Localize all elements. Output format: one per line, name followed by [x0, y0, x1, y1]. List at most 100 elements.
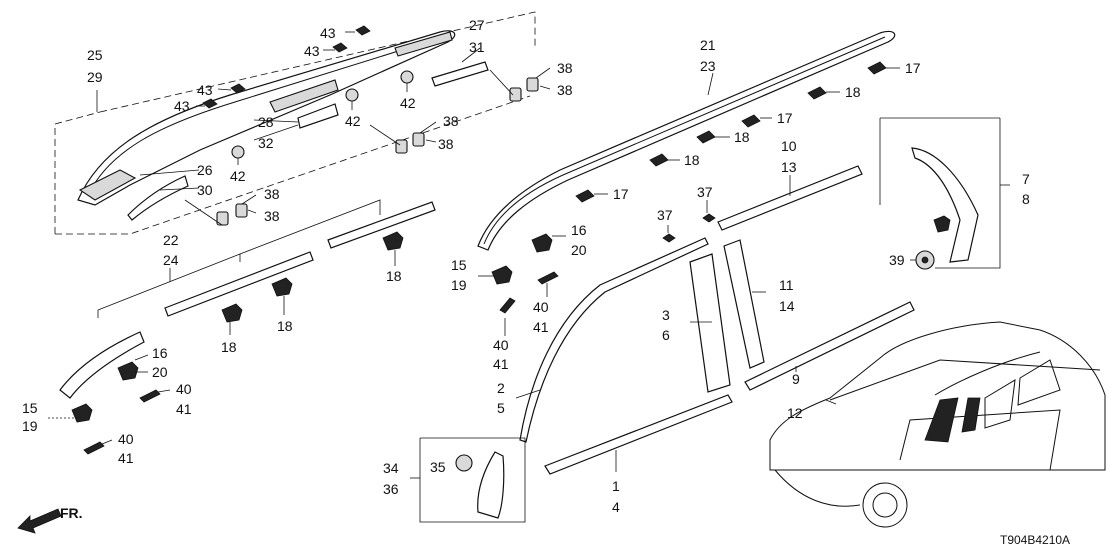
callout-9: 9	[792, 371, 800, 387]
callout-24: 24	[163, 252, 179, 268]
clip-40-41-left-b	[83, 441, 105, 455]
callout-43-b: 43	[197, 82, 213, 98]
clip-15-19-center	[491, 265, 513, 285]
roof-rail-group	[54, 11, 551, 235]
callout-23: 23	[700, 58, 716, 74]
bolt-38-pair-c	[509, 77, 539, 102]
callout-40-left-a: 40	[176, 381, 192, 397]
mudguard-group	[410, 437, 526, 523]
callout-17-a: 17	[905, 60, 921, 76]
callout-15-left: 15	[22, 400, 38, 416]
callout-14: 14	[779, 298, 795, 314]
callout-18-f: 18	[684, 152, 700, 168]
bolt-38-pair-a	[216, 203, 248, 226]
pillar-garnish-11-14[interactable]	[723, 239, 765, 369]
callout-21: 21	[700, 37, 716, 53]
callout-41-left-a: 41	[176, 401, 192, 417]
pillar-garnish-3-6[interactable]	[689, 253, 731, 393]
door-moldings	[515, 165, 863, 443]
rail-cover-28-32[interactable]	[297, 103, 339, 129]
quarter-clip	[933, 215, 951, 233]
pillar-garnishes	[689, 239, 766, 393]
callout-18-c: 18	[386, 268, 402, 284]
clip-18-b	[271, 277, 293, 297]
roof-rail-end-cap	[78, 169, 137, 201]
callout-18-a: 18	[221, 339, 237, 355]
nut-42-a	[231, 145, 245, 159]
callout-17-b: 17	[777, 110, 793, 126]
clip-37-a	[662, 233, 676, 243]
callout-22: 22	[163, 232, 179, 248]
quarter-garnish-7-8[interactable]	[911, 147, 979, 263]
clip-40-41-center-b	[499, 297, 516, 314]
callout-5: 5	[497, 400, 505, 416]
callout-42-a: 42	[230, 168, 246, 184]
callout-13: 13	[781, 159, 797, 175]
clip-43-a	[202, 98, 218, 109]
callout-4: 4	[612, 499, 620, 515]
roof-rail[interactable]	[77, 30, 456, 206]
callout-8: 8	[1022, 191, 1030, 207]
clip-17-a	[867, 61, 887, 75]
roof-drip-group	[477, 30, 900, 336]
mudguard-34-36[interactable]	[477, 451, 505, 519]
callout-19-left: 19	[22, 418, 38, 434]
callout-34: 34	[383, 460, 399, 476]
arrow-icon	[17, 508, 62, 534]
rail-cover-26-30[interactable]	[127, 175, 189, 221]
clip-16-20-center	[531, 233, 553, 253]
bolt-38-pair-b	[395, 132, 425, 154]
door-sash-molding-10-13[interactable]	[717, 165, 863, 231]
callout-15-center: 15	[451, 257, 467, 273]
callout-16-center: 16	[571, 222, 587, 238]
front-direction-arrow: FR.	[17, 505, 83, 534]
roof-drip-molding[interactable]	[477, 30, 896, 251]
callout-18-d: 18	[845, 84, 861, 100]
callout-1: 1	[612, 478, 620, 494]
callout-18-e: 18	[734, 129, 750, 145]
roof-molding-rear[interactable]	[327, 201, 436, 249]
callout-18-b: 18	[277, 318, 293, 334]
clip-17-c	[575, 189, 595, 203]
clip-18-a	[221, 303, 243, 323]
clip-18-e	[696, 130, 716, 144]
callout-35: 35	[430, 459, 446, 475]
callout-7: 7	[1022, 171, 1030, 187]
clip-40-41-left-a	[139, 389, 161, 403]
callout-20-left: 20	[152, 364, 168, 380]
callout-25: 25	[87, 47, 103, 63]
callout-40-center-b: 40	[493, 337, 509, 353]
callout-38-a: 38	[264, 186, 280, 202]
callout-12: 12	[787, 405, 803, 421]
belt-moldings	[544, 301, 915, 475]
callout-3: 3	[662, 307, 670, 323]
vehicle-window-highlight	[924, 397, 959, 443]
front-door-belt-molding[interactable]	[544, 394, 733, 475]
callout-31: 31	[469, 39, 485, 55]
clip-18-d	[807, 86, 827, 100]
callout-6: 6	[662, 327, 670, 343]
roof-molding-middle[interactable]	[164, 251, 314, 317]
vehicle-illustration	[769, 321, 1106, 528]
callout-16-left: 16	[152, 345, 168, 361]
callout-labels: 25 29 27 31 43 43 43 43 42 42 42 38 38 3…	[22, 17, 1030, 515]
callout-42-b: 42	[345, 113, 361, 129]
clip-17-b	[741, 114, 761, 128]
nut-42-c	[400, 70, 414, 84]
rail-cover-27-31[interactable]	[431, 61, 489, 87]
roof-rail-mid-cover	[269, 79, 339, 113]
callout-32: 32	[258, 135, 274, 151]
callout-43-d: 43	[320, 25, 336, 41]
clip-18-c	[382, 231, 404, 251]
callout-27: 27	[469, 17, 485, 33]
door-sash-molding-2-5[interactable]	[519, 237, 709, 443]
callout-38-d: 38	[438, 136, 454, 152]
roof-rail-front-cover	[394, 31, 453, 57]
roof-molding-front[interactable]	[59, 331, 145, 399]
callout-37-a: 37	[657, 207, 673, 223]
callout-36: 36	[383, 481, 399, 497]
callout-38-e: 38	[557, 60, 573, 76]
callout-40-left-b: 40	[118, 431, 134, 447]
rear-door-belt-molding[interactable]	[744, 301, 915, 391]
